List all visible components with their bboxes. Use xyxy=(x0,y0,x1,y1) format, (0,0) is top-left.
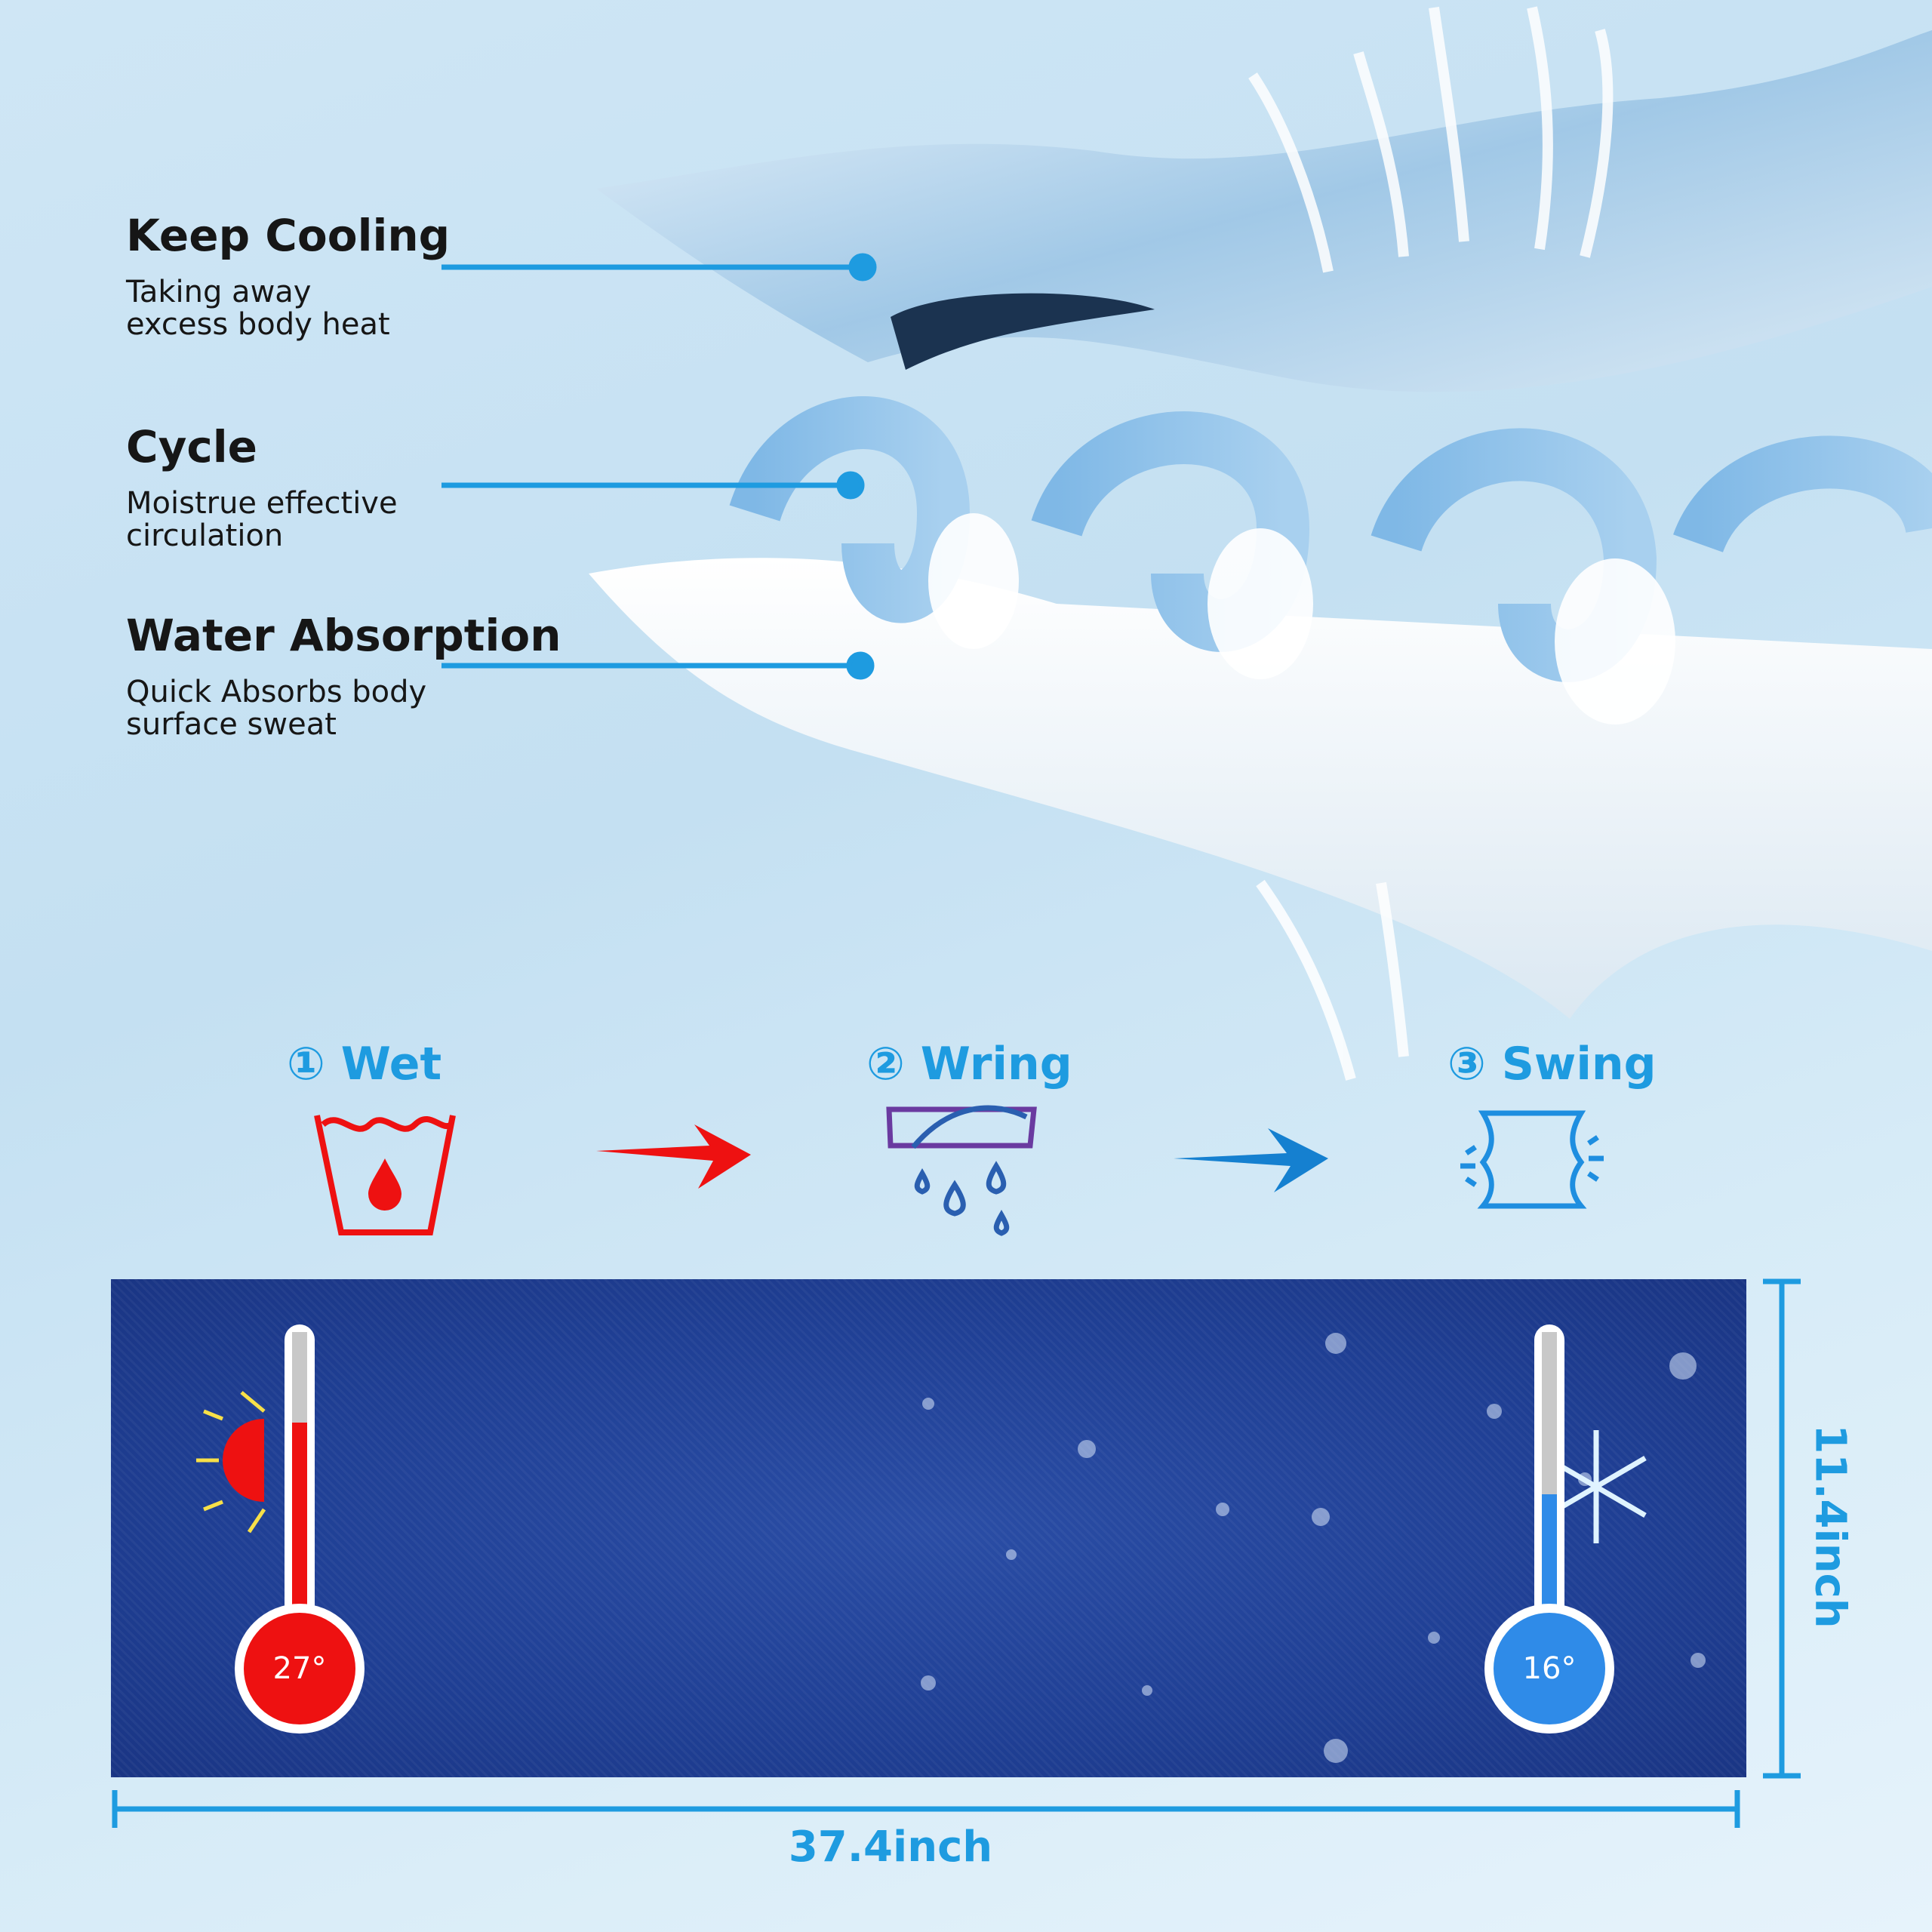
cooling-towel xyxy=(111,1279,1746,1777)
step-label: Wring xyxy=(920,1038,1072,1091)
feature-desc-line: Taking away xyxy=(126,275,312,309)
step-wring: ② Wring xyxy=(866,1038,1072,1091)
cold-temperature: 16° xyxy=(1522,1651,1577,1686)
feature-title: Water Absorption xyxy=(126,610,561,661)
height-dimension-label: 11.4inch xyxy=(1805,1424,1855,1629)
feature-desc-line: Moistrue effective xyxy=(126,486,398,521)
step-label: Wet xyxy=(340,1038,442,1091)
hot-temperature: 27° xyxy=(272,1651,327,1686)
step-number: ③ xyxy=(1447,1038,1486,1091)
top-cooling-layer xyxy=(596,30,1932,392)
feature-title: Cycle xyxy=(126,421,257,472)
airflow-arrows xyxy=(1248,6,1614,1081)
step-label: Swing xyxy=(1501,1038,1657,1091)
feature-desc-line: circulation xyxy=(126,518,284,553)
feature-desc-line: Quick Absorbs body xyxy=(126,675,427,709)
step-number: ② xyxy=(866,1038,905,1091)
feature-desc-line: excess body heat xyxy=(126,307,390,342)
feature-callout-lines xyxy=(441,253,877,680)
step-wet: ① Wet xyxy=(287,1038,441,1091)
step-number: ① xyxy=(287,1038,325,1091)
feature-title: Keep Cooling xyxy=(126,210,451,261)
width-dimension-label: 37.4inch xyxy=(788,1823,993,1872)
feature-desc-line: surface sweat xyxy=(126,707,337,742)
step-swing: ③ Swing xyxy=(1447,1038,1657,1091)
